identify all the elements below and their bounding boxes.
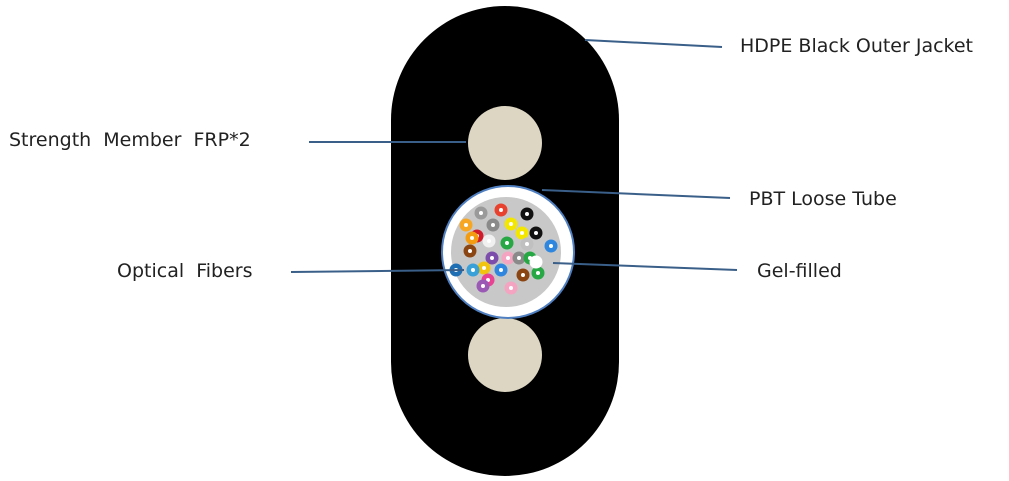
- label-hdpe-outer-jacket: HDPE Black Outer Jacket: [740, 35, 974, 57]
- fiber-core: [487, 239, 491, 243]
- optical-fibers-bundle: [449, 203, 558, 295]
- fiber-core: [525, 242, 529, 246]
- strength-member-top: [468, 106, 542, 180]
- label-gel-filled: Gel-filled: [757, 260, 842, 282]
- leader-line-fibers: [290, 269, 465, 273]
- fiber-core: [534, 260, 538, 264]
- fiber-core: [525, 212, 529, 216]
- fiber-core: [509, 222, 513, 226]
- fiber-core: [471, 268, 475, 272]
- fiber-core: [505, 241, 509, 245]
- fiber-core: [470, 236, 474, 240]
- label-optical-fibers: Optical Fibers: [117, 260, 253, 282]
- leader-line-jacket: [584, 39, 723, 48]
- fiber-core: [482, 266, 486, 270]
- fiber-core: [517, 256, 521, 260]
- fiber-core: [481, 284, 485, 288]
- fiber-core: [520, 231, 524, 235]
- leader-line-tube: [541, 189, 731, 199]
- fiber-core: [521, 273, 525, 277]
- fiber-core: [499, 268, 503, 272]
- fiber-core: [506, 256, 510, 260]
- leader-line-gel: [552, 262, 738, 271]
- fiber-core: [464, 223, 468, 227]
- fiber-core: [499, 208, 503, 212]
- label-strength-member: Strength Member FRP*2: [9, 129, 251, 151]
- fiber-core: [509, 286, 513, 290]
- label-pbt-loose-tube: PBT Loose Tube: [749, 188, 897, 210]
- strength-member-bottom: [468, 318, 542, 392]
- fiber-core: [534, 231, 538, 235]
- fiber-core: [490, 256, 494, 260]
- fiber-core: [549, 244, 553, 248]
- fiber-core: [468, 249, 472, 253]
- fiber-core: [536, 271, 540, 275]
- fiber-core: [491, 223, 495, 227]
- fiber-core: [479, 211, 483, 215]
